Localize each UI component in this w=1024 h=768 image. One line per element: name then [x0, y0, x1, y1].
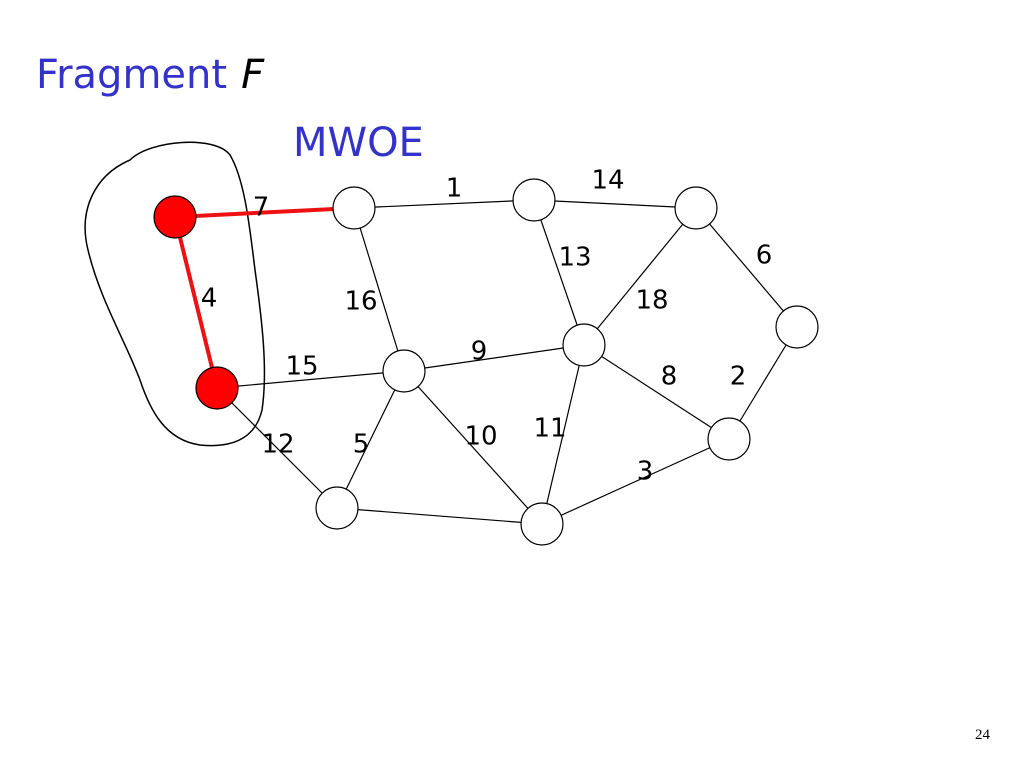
- node-n5: [382, 349, 426, 393]
- fragment-node-f2: [195, 366, 239, 410]
- edge-weight-f2-n8: 12: [261, 430, 294, 460]
- edge-weight-n5-n6: 9: [471, 337, 488, 367]
- edge-weight-n3-n4: 6: [756, 241, 773, 271]
- edge-weight-f2-n5: 15: [285, 352, 318, 382]
- node-n2: [512, 178, 556, 222]
- edge-n6-n9: [541, 344, 585, 525]
- node-n7: [707, 417, 751, 461]
- edge-weight-n6-n7: 8: [661, 362, 678, 392]
- edge-weight-n1-n2: 1: [446, 174, 463, 204]
- fragment-node-f1: [153, 195, 197, 239]
- edge-n2-n6: [533, 199, 585, 346]
- node-n8: [315, 486, 359, 530]
- edge-f2-n8: [216, 387, 338, 509]
- edge-n3-n4: [695, 207, 798, 328]
- title-variable: F: [241, 52, 265, 98]
- edge-f2-n5: [216, 370, 405, 389]
- edge-n2-n3: [533, 199, 697, 209]
- edges-layer: [173, 199, 798, 525]
- edge-weight-n7-n9: 3: [637, 457, 654, 487]
- edge-n6-n7: [583, 344, 730, 440]
- edge-weight-n3-n6: 18: [635, 286, 668, 316]
- title-text: Fragment: [36, 52, 228, 98]
- page-number: 24: [975, 727, 990, 743]
- edge-n5-n8: [336, 370, 405, 509]
- edge-weight-n1-n5: 16: [344, 287, 377, 317]
- edge-n4-n7: [728, 326, 798, 440]
- node-n9: [520, 502, 564, 546]
- edge-n3-n6: [583, 207, 697, 346]
- edge-n8-n9: [336, 507, 543, 525]
- edge-weight-n2-n3: 14: [591, 166, 624, 196]
- edge-f1-n1: [174, 206, 355, 219]
- edge-weight-n6-n9: 11: [533, 414, 566, 444]
- slide-title: Fragment F: [36, 52, 264, 98]
- fragment-boundary: [84, 141, 266, 447]
- edge-weight-n5-n9: 10: [464, 422, 497, 452]
- edge-n5-n6: [403, 344, 585, 372]
- weights-layer: 7 4 1 14 13 18 6 16 9 15 8 2 12 5 10 11 3: [201, 166, 773, 487]
- node-n3: [674, 186, 718, 230]
- node-n4: [775, 305, 819, 349]
- nodes-layer: [153, 178, 819, 546]
- edge-weight-n5-n8: 5: [353, 430, 370, 460]
- edge-n1-n2: [353, 199, 535, 209]
- edge-f1-f2: [173, 216, 219, 389]
- node-n6: [562, 323, 606, 367]
- edge-n1-n5: [353, 207, 405, 372]
- edge-weight-n2-n6: 13: [558, 243, 591, 273]
- mwoe-label: MWOE: [293, 120, 424, 166]
- edge-n7-n9: [541, 438, 730, 525]
- edge-weight-n4-n7: 2: [730, 362, 747, 392]
- edge-weight-f1-f2: 4: [201, 284, 218, 314]
- edge-n5-n9: [403, 370, 543, 525]
- edge-weight-f1-n1: 7: [253, 193, 270, 223]
- node-n1: [332, 186, 376, 230]
